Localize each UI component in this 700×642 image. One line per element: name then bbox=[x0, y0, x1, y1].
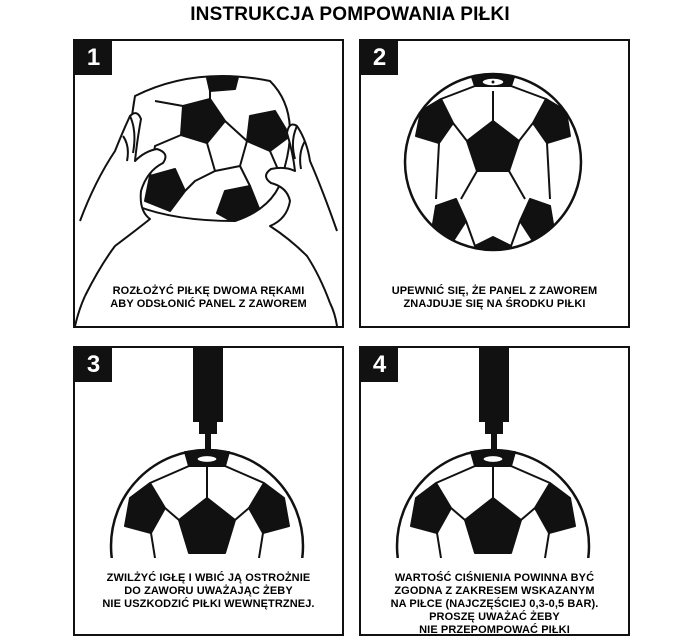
football-valve-centered-illustration bbox=[403, 72, 583, 252]
step-3-caption: ZWILŻYĆ IGŁĘ I WBIĆ JĄ OSTROŻNIE DO ZAWO… bbox=[102, 572, 315, 610]
pump-needle-into-valve-illustration bbox=[109, 348, 305, 558]
hands-holding-ball-illustration bbox=[75, 75, 338, 326]
step-1-panel: 1 bbox=[73, 39, 344, 328]
step-1-caption: ROZŁOŻYĆ PIŁKĘ DWOMA RĘKAMI ABY ODSŁONIĆ… bbox=[110, 285, 307, 310]
step-number: 4 bbox=[361, 348, 398, 382]
page-title: INSTRUKCJA POMPOWANIA PIŁKI bbox=[190, 4, 510, 25]
step-number: 3 bbox=[75, 348, 112, 382]
pump-inflating-ball-illustration bbox=[395, 348, 591, 558]
step-4-panel: 4 bbox=[359, 346, 630, 636]
step-number: 2 bbox=[361, 41, 398, 75]
step-4-caption: WARTOŚĆ CIŚNIENIA POWINNA BYĆ ZGODNA Z Z… bbox=[390, 572, 599, 636]
step-number: 1 bbox=[75, 41, 112, 75]
step-3-panel: 3 bbox=[73, 346, 344, 636]
step-2-caption: UPEWNIĆ SIĘ, ŻE PANEL Z ZAWOREM ZNAJDUJE… bbox=[391, 285, 598, 310]
step-2-panel: 2 bbox=[359, 39, 630, 328]
